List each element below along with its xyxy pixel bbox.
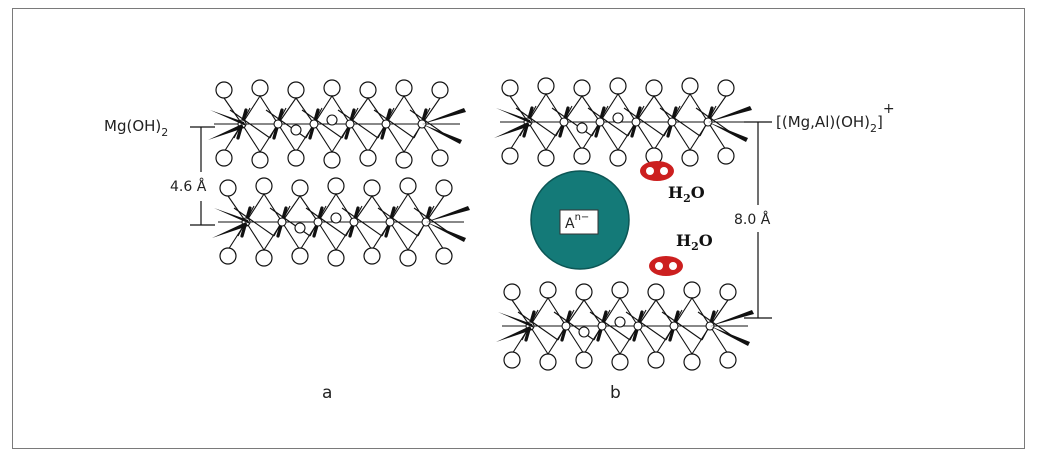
panel-a-spacing-label: 4.6 Å	[170, 178, 207, 195]
panel-a-layer-label: Mg(OH)2	[104, 117, 168, 139]
panel-b-spacing-label: 8.0 Å	[734, 211, 771, 228]
panel-b-bottom-layer	[494, 280, 756, 372]
panel-b-top-layer	[492, 76, 754, 168]
panel-b-layer-label: [(Mg,Al)(OH)2]+	[776, 101, 895, 135]
water-molecule-2	[649, 256, 683, 276]
panel-a-caption: a	[322, 383, 332, 403]
water-molecule-1	[640, 161, 674, 181]
figure-frame	[12, 8, 1025, 449]
anion-label: An−	[565, 212, 589, 232]
panel-a-spacing-bracket	[190, 126, 215, 226]
water-label-1: H2O	[668, 183, 705, 205]
panel-b-spacing-bracket	[744, 121, 772, 319]
panel-a-bottom-layer	[210, 176, 472, 268]
panel-b-caption: b	[610, 383, 621, 403]
water-label-2: H2O	[676, 231, 713, 253]
anion-sphere: An−	[530, 170, 630, 270]
panel-a-top-layer	[206, 78, 468, 170]
